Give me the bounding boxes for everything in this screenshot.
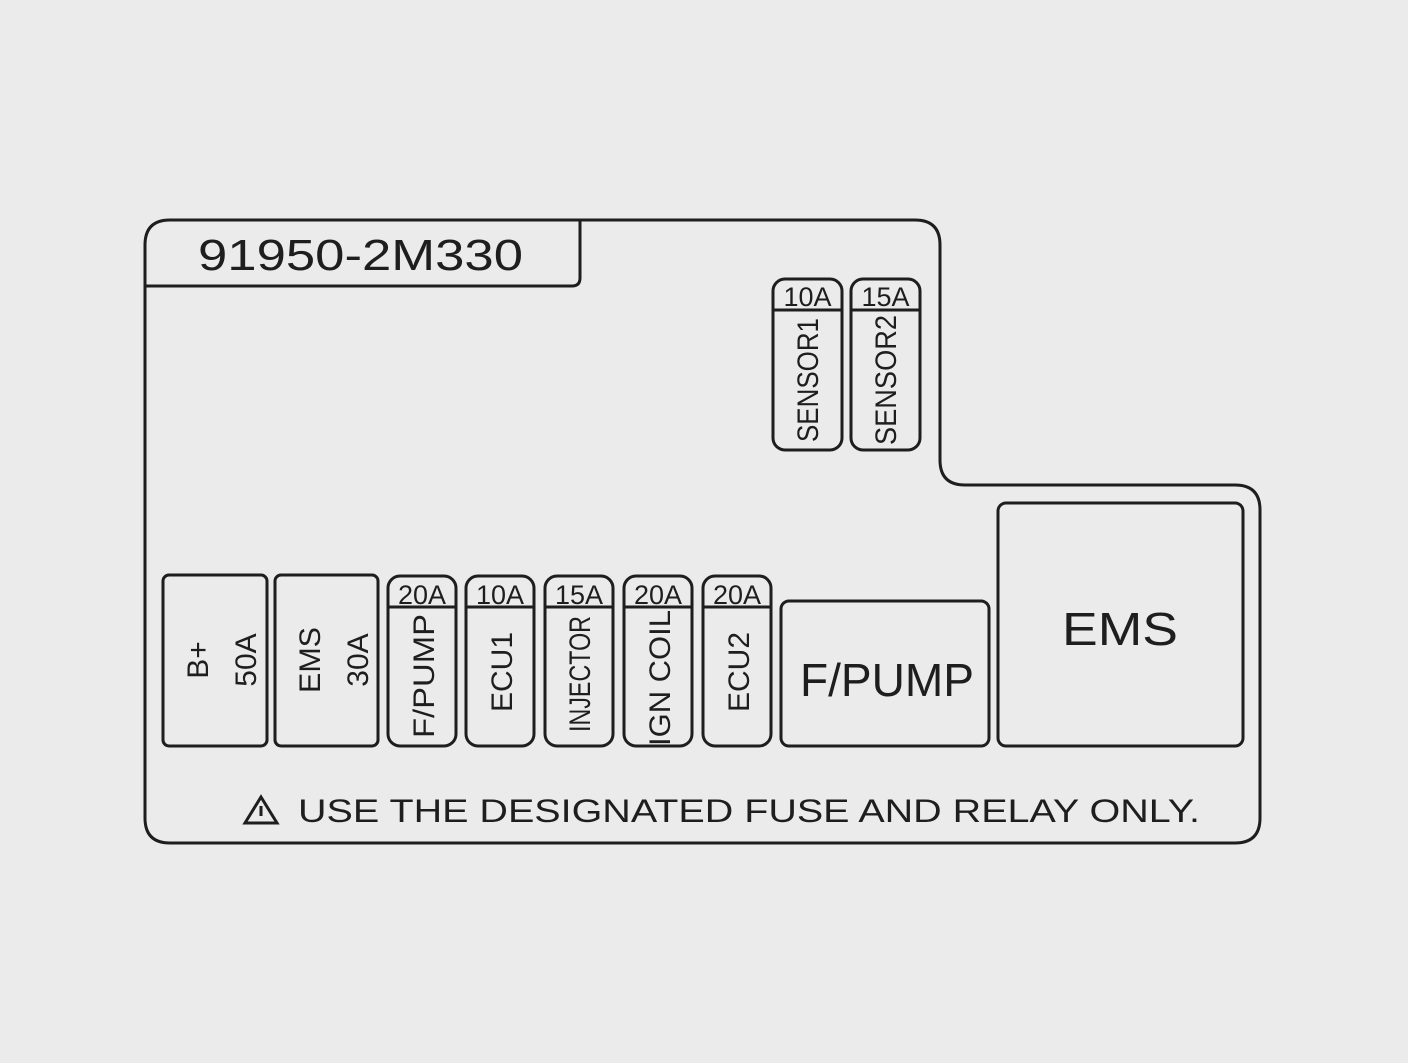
- relay-name: EMS: [1062, 603, 1178, 655]
- warning-triangle-icon: [242, 794, 280, 825]
- fuse-name: SENSOR1: [792, 318, 825, 442]
- fuse-rating: 20A: [398, 580, 446, 610]
- fuse-name: F/PUMP: [408, 614, 441, 738]
- part-number-tab: [145, 220, 582, 288]
- fuse-name: ECU2: [723, 632, 756, 712]
- fuse-rating: 20A: [634, 580, 682, 610]
- panel-outline: [143, 218, 1262, 845]
- fuse-rating: 30A: [342, 633, 375, 686]
- fuse-name: INJECTOR: [564, 616, 597, 732]
- fuse-rating: 15A: [861, 282, 909, 312]
- warning-text: USE THE DESIGNATED FUSE AND RELAY ONLY.: [298, 793, 1200, 829]
- fuse-rating: 15A: [555, 580, 603, 610]
- fuse-ecu2: 20A ECU2: [701, 574, 773, 748]
- fuse-ems-30a: EMS 30A: [273, 573, 380, 748]
- relay-name: F/PUMP: [800, 654, 974, 706]
- fuse-rating: 20A: [713, 580, 761, 610]
- fuse-b-plus: B+ 50A: [161, 573, 269, 748]
- fuse-rating: 10A: [783, 282, 831, 312]
- fuse-rating: 10A: [476, 580, 524, 610]
- fuse-name: EMS: [294, 627, 327, 693]
- relay-f-pump: F/PUMP: [779, 599, 991, 748]
- fuse-ign-coil: 20A IGN COIL: [622, 574, 694, 748]
- fuse-name: SENSOR2: [870, 315, 903, 445]
- fuse-f-pump: 20A F/PUMP: [386, 574, 458, 748]
- fuse-name: IGN COIL: [644, 610, 677, 746]
- fuse-ecu1: 10A ECU1: [464, 574, 536, 748]
- relay-ems: EMS: [996, 501, 1245, 748]
- fuse-sensor2: 15A SENSOR2: [849, 277, 922, 452]
- fuse-sensor1: 10A SENSOR1: [771, 277, 844, 452]
- fuse-injector: 15A INJECTOR: [543, 574, 615, 748]
- part-number: 91950-2M330: [198, 231, 523, 280]
- fuse-rating: 50A: [230, 633, 263, 686]
- fuse-name: B+: [182, 641, 215, 679]
- fuse-name: ECU1: [486, 632, 519, 712]
- warning-notice: USE THE DESIGNATED FUSE AND RELAY ONLY.: [242, 793, 1200, 829]
